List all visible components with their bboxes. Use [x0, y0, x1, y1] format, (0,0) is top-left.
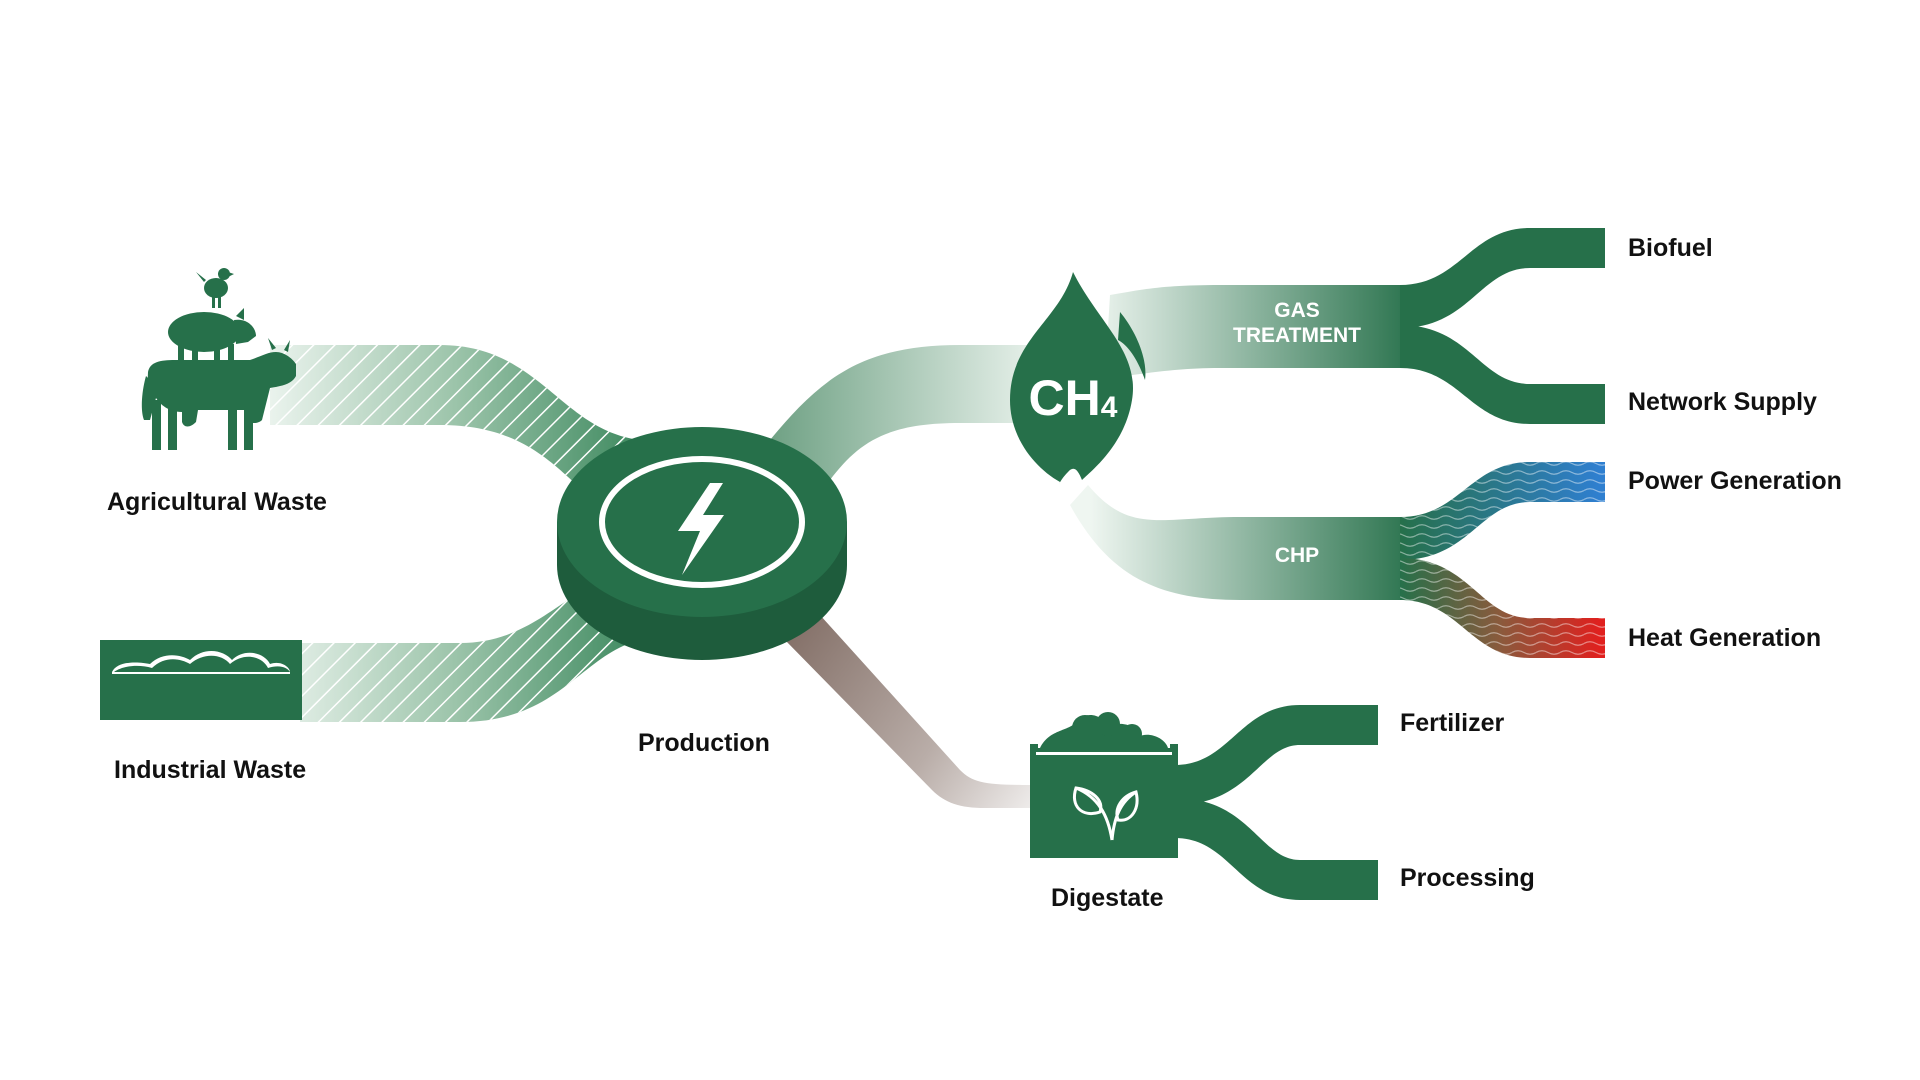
gas-treatment-band: [1105, 285, 1405, 378]
gas-treatment-label-line2: TREATMENT: [1233, 324, 1361, 347]
power-generation-label: Power Generation: [1628, 467, 1842, 495]
processing-branch: [1175, 798, 1378, 900]
chp-band: [1070, 485, 1405, 600]
production-to-digestate-band: [785, 615, 1045, 808]
production-disc: [557, 427, 847, 660]
sprout-container-icon: [1030, 712, 1178, 858]
ch4-formula-main: CH: [1029, 370, 1101, 426]
flame-icon: CH4: [1010, 272, 1146, 484]
processing-label: Processing: [1400, 864, 1535, 892]
lightning-bolt-icon: [678, 483, 724, 575]
production-to-biogas-band: [770, 345, 1040, 480]
biofuel-label: Biofuel: [1628, 234, 1713, 262]
network-supply-branch: [1400, 325, 1605, 424]
fertilizer-branch: [1175, 705, 1378, 805]
ch4-formula-sub: 4: [1101, 391, 1118, 424]
biofuel-branch: [1400, 228, 1605, 328]
fertilizer-label: Fertilizer: [1400, 709, 1504, 737]
industrial-input-band: [300, 565, 640, 722]
svg-text:CH4: CH4: [1029, 370, 1118, 426]
digestate-label: Digestate: [1051, 884, 1164, 912]
waste-container-icon: [100, 640, 302, 720]
agricultural-input-band: [270, 345, 640, 520]
industrial-waste-label: Industrial Waste: [114, 756, 306, 784]
agricultural-waste-label: Agricultural Waste: [107, 488, 327, 516]
power-generation-branch: [1400, 462, 1605, 560]
heat-generation-label: Heat Generation: [1628, 624, 1821, 652]
chp-label: CHP: [1275, 544, 1319, 567]
gas-treatment-label: GAS TREATMENT: [1233, 299, 1361, 347]
heat-generation-branch: [1400, 558, 1605, 658]
network-supply-label: Network Supply: [1628, 388, 1817, 416]
livestock-icon: [141, 268, 296, 450]
production-label: Production: [638, 729, 770, 757]
gas-treatment-label-line1: GAS: [1274, 299, 1320, 322]
